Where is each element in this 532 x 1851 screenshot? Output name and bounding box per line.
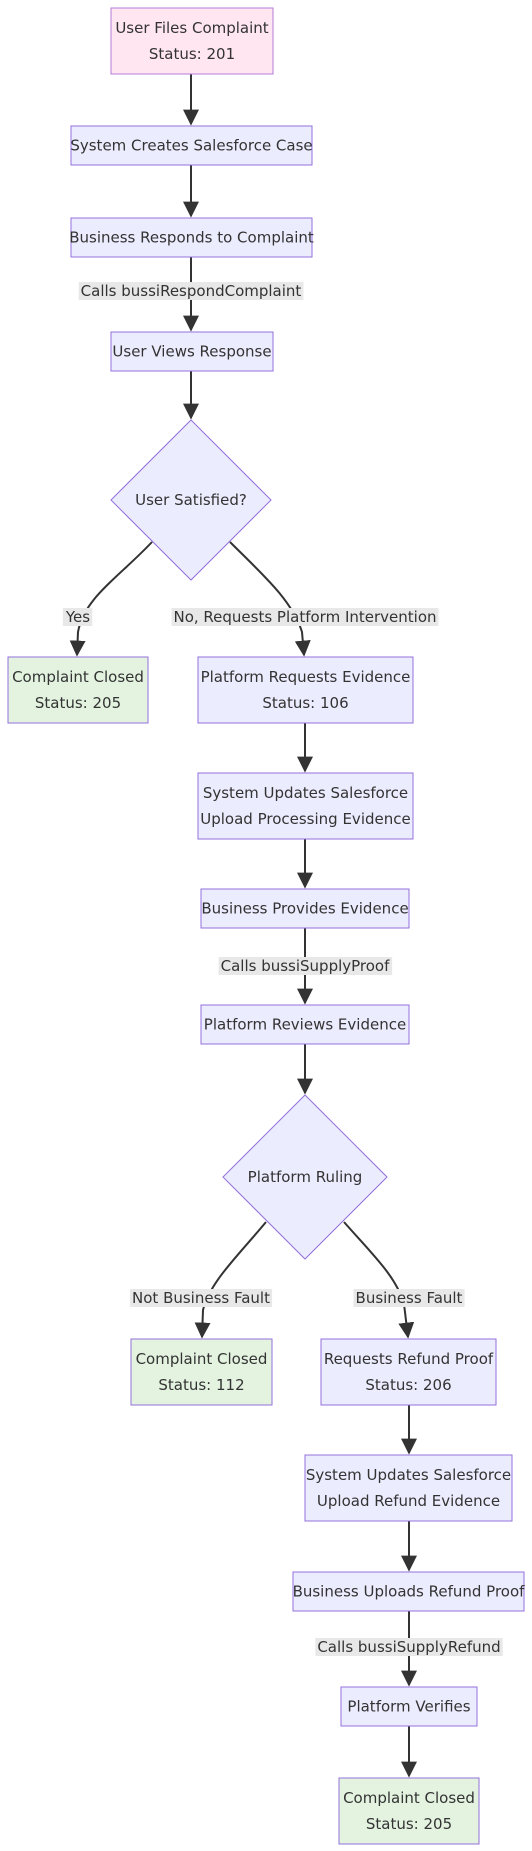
node-box-n10: [200, 1004, 410, 1045]
decision-diamond-n5: [110, 419, 272, 581]
edge-label-text-e15: Calls bussiSupplyRefund: [317, 1638, 500, 1656]
edge-label-bg-e5: [62, 608, 93, 626]
node-n9: Business Provides Evidence: [200, 888, 410, 929]
edge-label-bg-e3: [78, 282, 304, 300]
node-text-n7-line-1: Status: 106: [262, 694, 348, 712]
node-text-n14-line-0: System Updates Salesforce: [306, 1466, 511, 1484]
edge-label-text-e3: Calls bussiRespondComplaint: [81, 282, 302, 300]
node-text-n8-line-0: System Updates Salesforce: [203, 784, 408, 802]
node-box-n17: [338, 1777, 480, 1845]
node-n15: Business Uploads Refund Proof: [292, 1571, 526, 1612]
node-text-n9-line-0: Business Provides Evidence: [201, 900, 408, 918]
node-n11: Platform Ruling: [222, 1094, 388, 1260]
edge-label-e11: Not Business Fault: [130, 1289, 273, 1307]
edge-label-e3: Calls bussiRespondComplaint: [78, 282, 304, 300]
node-text-n14-line-1: Upload Refund Evidence: [317, 1492, 500, 1510]
node-text-n16-line-0: Platform Verifies: [347, 1698, 470, 1716]
node-n10: Platform Reviews Evidence: [200, 1004, 410, 1045]
edge-label-e15: Calls bussiSupplyRefund: [315, 1638, 503, 1656]
node-text-n15-line-0: Business Uploads Refund Proof: [293, 1583, 526, 1601]
edge-arrow-e6: [229, 541, 311, 657]
node-text-n3-line-0: Business Responds to Complaint: [69, 229, 314, 247]
edge-label-text-e12: Business Fault: [356, 1289, 463, 1307]
node-box-n7: [197, 656, 414, 724]
node-text-n8-line-1: Upload Processing Evidence: [200, 810, 410, 828]
node-box-n6: [7, 656, 149, 724]
edge-label-e9: Calls bussiSupplyProof: [218, 957, 393, 975]
node-text-n4-line-0: User Views Response: [112, 343, 271, 361]
edge-arrow-e12: [343, 1221, 415, 1339]
edge-label-e5: Yes: [62, 608, 93, 626]
node-n5: User Satisfied?: [110, 419, 272, 581]
edge-label-bg-e11: [130, 1289, 273, 1307]
node-text-n12-line-0: Complaint Closed: [136, 1350, 268, 1368]
edge-label-text-e11: Not Business Fault: [132, 1289, 270, 1307]
node-box-n9: [200, 888, 410, 929]
node-box-n13: [320, 1338, 497, 1406]
node-n4: User Views Response: [110, 331, 274, 372]
node-text-n17-line-1: Status: 205: [366, 1815, 452, 1833]
node-n2: System Creates Salesforce Case: [70, 125, 313, 166]
node-text-n6-line-1: Status: 205: [35, 694, 121, 712]
node-text-n5-line-0: User Satisfied?: [135, 491, 247, 509]
node-text-n12-line-1: Status: 112: [158, 1376, 244, 1394]
node-text-n13-line-1: Status: 206: [365, 1376, 451, 1394]
edge-label-bg-e9: [218, 957, 393, 975]
edge-label-bg-e6: [171, 608, 439, 626]
node-text-n6-line-0: Complaint Closed: [12, 668, 144, 686]
edge-label-e12: Business Fault: [353, 1289, 465, 1307]
node-box-n14: [304, 1454, 513, 1522]
node-box-n2: [70, 125, 313, 166]
node-text-n1-line-0: User Files Complaint: [115, 19, 268, 37]
edge-arrow-e11: [194, 1221, 267, 1339]
node-text-n7-line-0: Platform Requests Evidence: [201, 668, 411, 686]
node-text-n17-line-0: Complaint Closed: [343, 1789, 475, 1807]
node-box-n4: [110, 331, 274, 372]
decision-diamond-n11: [222, 1094, 388, 1260]
edge-arrow-e5: [69, 541, 153, 657]
node-text-n2-line-0: System Creates Salesforce Case: [70, 137, 312, 155]
node-n3: Business Responds to Complaint: [69, 217, 314, 258]
edge-label-e6: No, Requests Platform Intervention: [171, 608, 439, 626]
edge-label-bg-e12: [353, 1289, 465, 1307]
node-box-n8: [197, 772, 414, 840]
edge-label-text-e5: Yes: [65, 608, 90, 626]
edge-label-bg-e15: [315, 1638, 503, 1656]
node-box-n1: [110, 7, 274, 75]
node-text-n13-line-0: Requests Refund Proof: [324, 1350, 494, 1368]
node-text-n1-line-1: Status: 201: [149, 45, 235, 63]
edges-layer: [69, 74, 417, 1778]
node-text-n10-line-0: Platform Reviews Evidence: [204, 1016, 406, 1034]
node-box-n15: [292, 1571, 525, 1612]
edge-label-text-e9: Calls bussiSupplyProof: [221, 957, 390, 975]
edge-label-text-e6: No, Requests Platform Intervention: [173, 608, 436, 626]
node-n16: Platform Verifies: [340, 1686, 478, 1727]
node-box-n12: [130, 1338, 273, 1406]
node-box-n16: [340, 1686, 478, 1727]
node-box-n3: [70, 217, 313, 258]
node-text-n11-line-0: Platform Ruling: [248, 1168, 363, 1186]
